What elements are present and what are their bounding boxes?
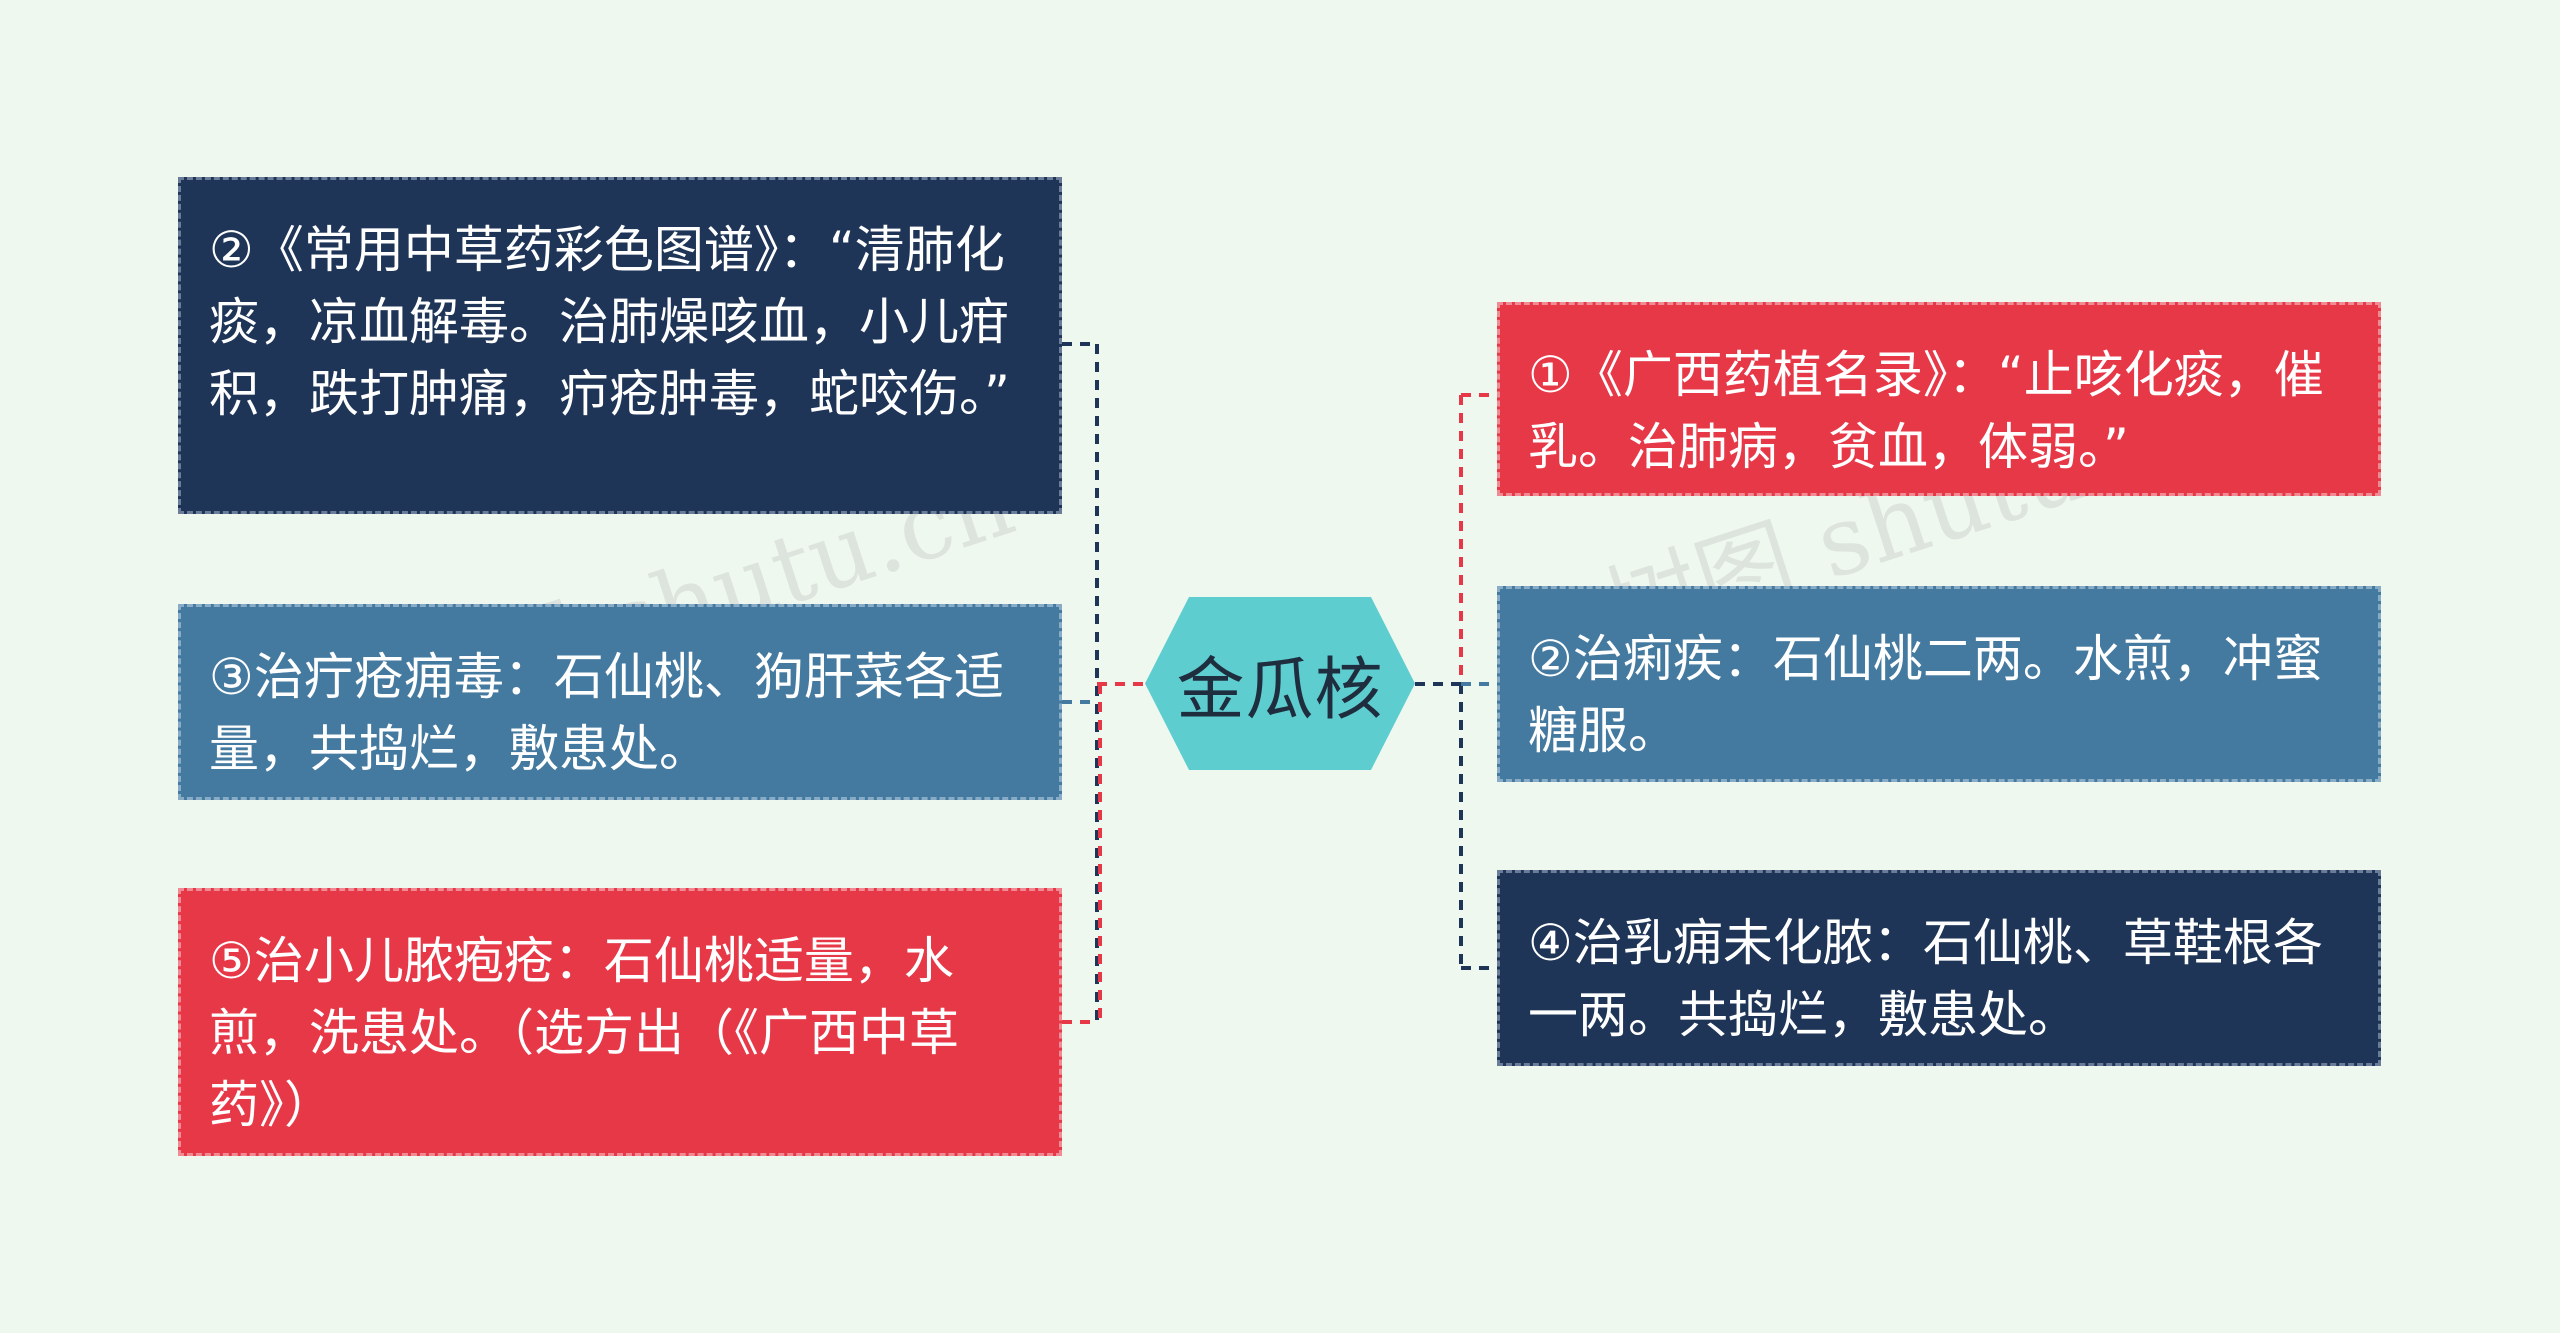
- topic-node-right-1[interactable]: ①《广西药植名录》：“止咳化痰，催乳。治肺病，贫血，体弱。”: [1497, 302, 2381, 496]
- central-topic[interactable]: 金瓜核: [1145, 597, 1415, 770]
- topic-node-left-1[interactable]: ②《常用中草药彩色图谱》：“清肺化痰，凉血解毒。治肺燥咳血，小儿疳积，跌打肿痛，…: [178, 177, 1062, 514]
- topic-node-left-2[interactable]: ③治疔疮痈毒：石仙桃、狗肝菜各适量，共捣烂，敷患处。: [178, 604, 1062, 800]
- central-topic-label: 金瓜核: [1176, 651, 1384, 730]
- topic-node-right-2[interactable]: ②治痢疾：石仙桃二两。水煎，冲蜜糖服。: [1497, 586, 2381, 782]
- topic-node-right-3[interactable]: ④治乳痈未化脓：石仙桃、草鞋根各一两。共捣烂，敷患处。: [1497, 870, 2381, 1066]
- topic-node-left-3[interactable]: ⑤治小儿脓疱疮：石仙桃适量，水煎，洗患处。（选方出（《广西中草药》）: [178, 888, 1062, 1156]
- central-topic-hexagon: [1145, 597, 1415, 770]
